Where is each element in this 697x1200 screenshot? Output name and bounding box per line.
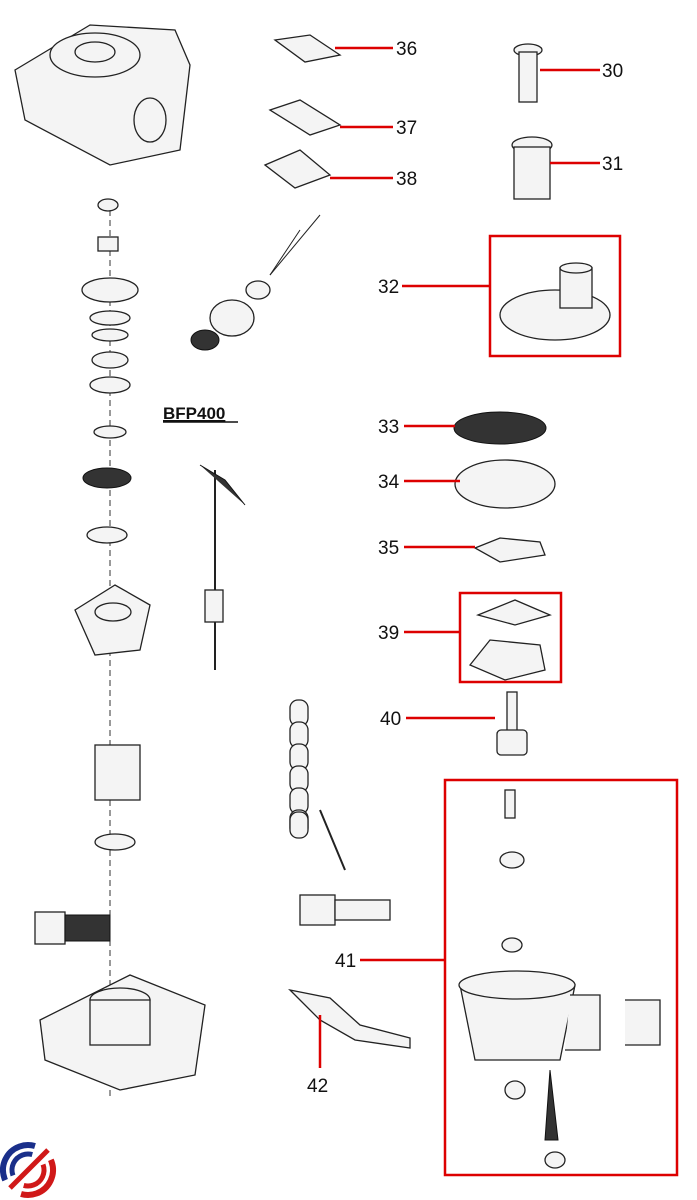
part-39-blade-shape <box>475 599 552 626</box>
label-37: 37 <box>396 118 417 139</box>
part-40-shape <box>496 691 528 756</box>
highlight-box-39 <box>458 591 563 684</box>
part-36-shape <box>273 34 342 63</box>
part-39-disc-shape <box>468 639 546 681</box>
part-33-shape <box>453 411 547 445</box>
part-30-shape <box>513 43 543 103</box>
label-38: 38 <box>396 169 417 190</box>
motor-housing <box>14 24 191 166</box>
drive-assembly-stack <box>74 198 151 1100</box>
label-31: 31 <box>602 154 623 175</box>
highlight-box-32 <box>488 234 622 358</box>
part-41-bowl-shape <box>458 789 661 1169</box>
gear-cluster <box>190 214 321 351</box>
brush-set <box>289 699 391 926</box>
part-32-shape <box>499 262 611 341</box>
model-title: BFP400 <box>163 404 225 423</box>
part-34-shape <box>454 459 556 509</box>
part-38-shape <box>263 149 332 189</box>
label-42: 42 <box>307 1076 328 1097</box>
label-39: 39 <box>378 623 399 644</box>
switch-rod-assembly <box>199 464 246 670</box>
part-35-shape <box>473 537 546 563</box>
power-plug <box>34 911 111 945</box>
label-33: 33 <box>378 417 399 438</box>
part-31-shape <box>511 136 553 200</box>
part-37-shape <box>268 99 342 136</box>
label-32: 32 <box>378 277 399 298</box>
label-40: 40 <box>380 709 401 730</box>
label-36: 36 <box>396 39 417 60</box>
brand-logo <box>0 1142 56 1198</box>
motor-base <box>39 974 206 1091</box>
label-35: 35 <box>378 538 399 559</box>
label-41: 41 <box>335 951 356 972</box>
label-30: 30 <box>602 61 623 82</box>
highlight-box-41 <box>443 778 679 1177</box>
part-42-shape <box>288 988 411 1049</box>
label-34: 34 <box>378 472 400 493</box>
